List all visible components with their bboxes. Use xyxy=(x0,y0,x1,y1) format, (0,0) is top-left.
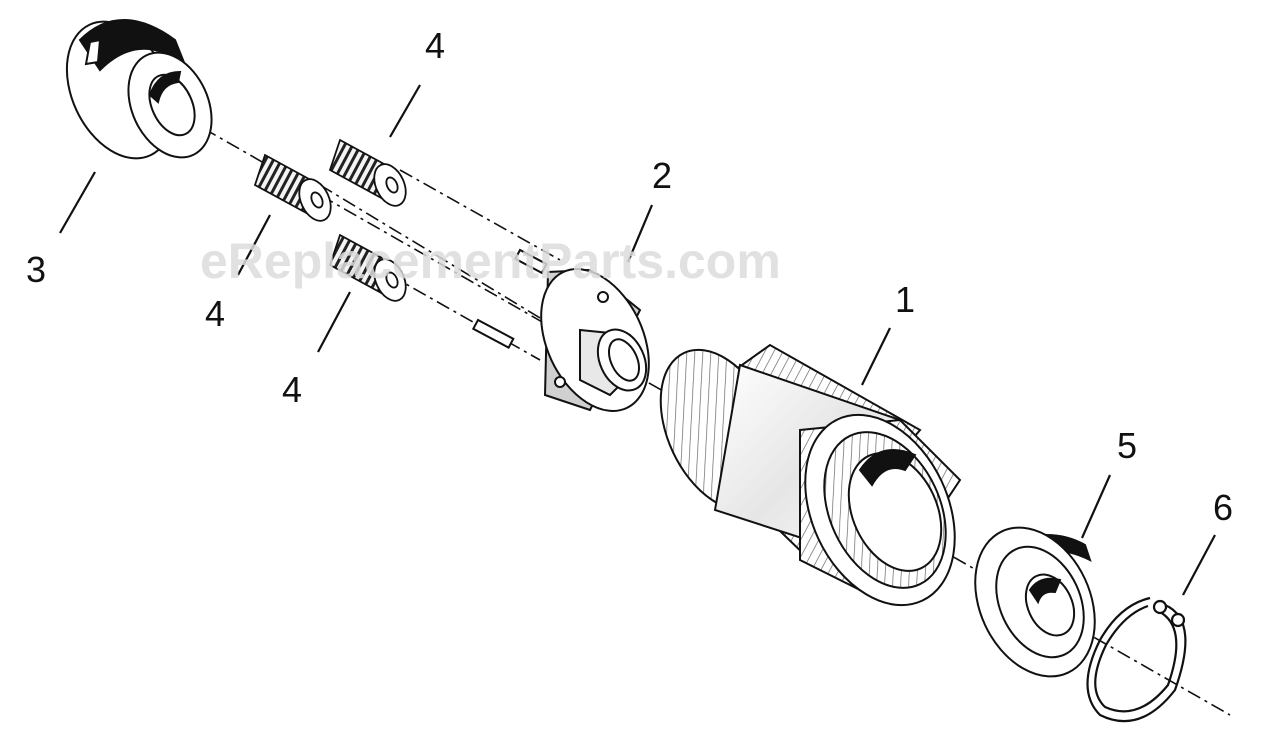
part-2-planet-carrier xyxy=(471,248,650,412)
callout-4-bottom: 4 xyxy=(282,369,303,410)
callout-4-left: 4 xyxy=(205,293,226,334)
callout-5: 5 xyxy=(1117,425,1138,466)
callout-1: 1 xyxy=(895,279,916,320)
leader-lines xyxy=(59,84,1216,596)
part-4-gear-left xyxy=(253,153,332,222)
part-4-gear-upper xyxy=(328,138,407,207)
part-3-flanged-bushing xyxy=(65,19,213,160)
callout-3: 3 xyxy=(26,249,47,290)
callout-2: 2 xyxy=(652,155,673,196)
part-1-threaded-housing xyxy=(659,343,962,607)
callout-6: 6 xyxy=(1213,487,1234,528)
part-6-snap-ring xyxy=(1086,596,1187,723)
part-5-bearing xyxy=(974,526,1096,678)
part-4-gear-lower xyxy=(328,233,407,302)
callout-4-top: 4 xyxy=(425,25,446,66)
